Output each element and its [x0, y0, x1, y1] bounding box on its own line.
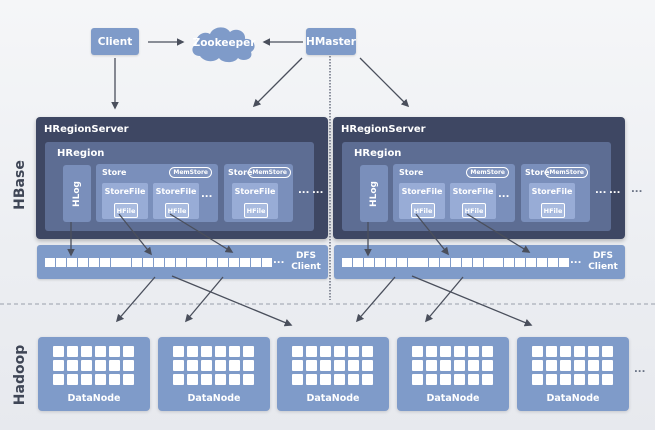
more-blocks: ...: [570, 255, 582, 266]
block-strip: [342, 258, 418, 267]
more-blocks: ...: [273, 255, 285, 266]
storefile-title: StoreFile: [104, 187, 146, 196]
storefile: StoreFile HFile: [102, 183, 148, 219]
more-stores: ...: [298, 185, 310, 196]
datanode-label: DataNode: [67, 393, 121, 404]
more-regions: ...: [312, 185, 324, 196]
memstore-badge: MemStore: [169, 167, 212, 178]
arrow-dfs2-dn3: [355, 276, 396, 323]
storefile-title: StoreFile: [234, 187, 276, 196]
client-node[interactable]: Client: [91, 28, 139, 55]
more-storefiles: ...: [201, 189, 213, 200]
dfs-client-2: ... DFS Client: [334, 245, 625, 279]
block-grid: [532, 346, 613, 385]
more-region-servers: ...: [631, 184, 643, 195]
block-strip: [493, 258, 569, 267]
datanode-label: DataNode: [306, 393, 360, 404]
storefile-title: StoreFile: [401, 187, 443, 196]
arrow-dfs1-dn1: [115, 276, 156, 323]
datanode-2: DataNode: [158, 337, 270, 411]
hregion: HRegion HLog Store MemStore StoreFile HF…: [45, 142, 314, 231]
region-server-2: HRegionServer HRegion HLog Store MemStor…: [333, 117, 625, 239]
hlog: HLog: [63, 165, 91, 222]
block-strip: [121, 258, 197, 267]
zookeeper-node[interactable]: Zookeeper: [192, 37, 256, 49]
hlog-label: HLog: [72, 180, 82, 207]
hmaster-node[interactable]: HMaster: [306, 28, 356, 55]
storefile: StoreFile HFile: [450, 183, 496, 219]
store: Store MemStore StoreFile HFile: [521, 164, 590, 222]
hadoop-section-label: Hadoop: [12, 344, 28, 406]
storefile-title: StoreFile: [531, 187, 573, 196]
arrow-hmaster-regionserver-1: [252, 57, 303, 108]
storefile-title: StoreFile: [155, 187, 197, 196]
datanode-5: DataNode: [517, 337, 629, 411]
arrow-dfs1-dn3: [171, 275, 293, 327]
store: Store MemStore StoreFile HFile StoreFile…: [393, 164, 515, 222]
store-title: Store: [399, 168, 424, 177]
hregion: HRegion HLog Store MemStore StoreFile HF…: [342, 142, 611, 231]
dfs-client-label: DFS Client: [588, 251, 618, 272]
datanode-3: DataNode: [277, 337, 389, 411]
datanode-label: DataNode: [546, 393, 600, 404]
hfile: HFile: [244, 203, 268, 218]
storefile: StoreFile HFile: [529, 183, 575, 219]
more-storefiles: ...: [498, 189, 510, 200]
storefile: StoreFile HFile: [399, 183, 445, 219]
storefile: StoreFile HFile: [232, 183, 278, 219]
arrow-hmaster-regionserver-2: [359, 57, 410, 108]
region-server-title: HRegionServer: [44, 124, 129, 135]
region-server-1: HRegionServer HRegion HLog Store MemStor…: [36, 117, 328, 239]
datanode-4: DataNode: [397, 337, 509, 411]
hfile: HFile: [462, 203, 486, 218]
store-title: Store: [228, 168, 253, 177]
hfile: HFile: [541, 203, 565, 218]
hlog-label: HLog: [369, 180, 379, 207]
storefile-title: StoreFile: [452, 187, 494, 196]
store-title: Store: [102, 168, 127, 177]
hfile: HFile: [114, 203, 138, 218]
memstore-badge: MemStore: [248, 167, 291, 178]
dfs-client-label: DFS Client: [291, 251, 321, 272]
hbase-section-label: HBase: [12, 160, 28, 210]
arrow-dfs1-dn2: [184, 276, 224, 323]
store-title: Store: [525, 168, 550, 177]
hfile: HFile: [411, 203, 435, 218]
block-strip: [196, 258, 272, 267]
block-grid: [53, 346, 134, 385]
arrow-dfs2-dn4: [424, 276, 464, 323]
zookeeper-cloud-icon: [192, 27, 255, 63]
block-grid: [412, 346, 493, 385]
hregion-title: HRegion: [57, 148, 105, 159]
memstore-badge: MemStore: [466, 167, 509, 178]
datanode-label: DataNode: [426, 393, 480, 404]
storefile: StoreFile HFile: [153, 183, 199, 219]
store: Store MemStore StoreFile HFile: [224, 164, 293, 222]
more-datanodes: ...: [634, 364, 646, 375]
dfs-client-1: ... DFS Client: [37, 245, 328, 279]
datanode-1: DataNode: [38, 337, 150, 411]
hregion-title: HRegion: [354, 148, 402, 159]
block-grid: [173, 346, 254, 385]
more-stores: ...: [595, 185, 607, 196]
region-server-title: HRegionServer: [341, 124, 426, 135]
hlog: HLog: [360, 165, 388, 222]
more-regions: ...: [609, 185, 621, 196]
hfile: HFile: [165, 203, 189, 218]
block-strip: [45, 258, 121, 267]
memstore-badge: MemStore: [545, 167, 588, 178]
arrow-dfs2-dn5: [411, 275, 533, 327]
block-grid: [292, 346, 373, 385]
block-strip: [418, 258, 494, 267]
datanode-label: DataNode: [187, 393, 241, 404]
store: Store MemStore StoreFile HFile StoreFile…: [96, 164, 218, 222]
